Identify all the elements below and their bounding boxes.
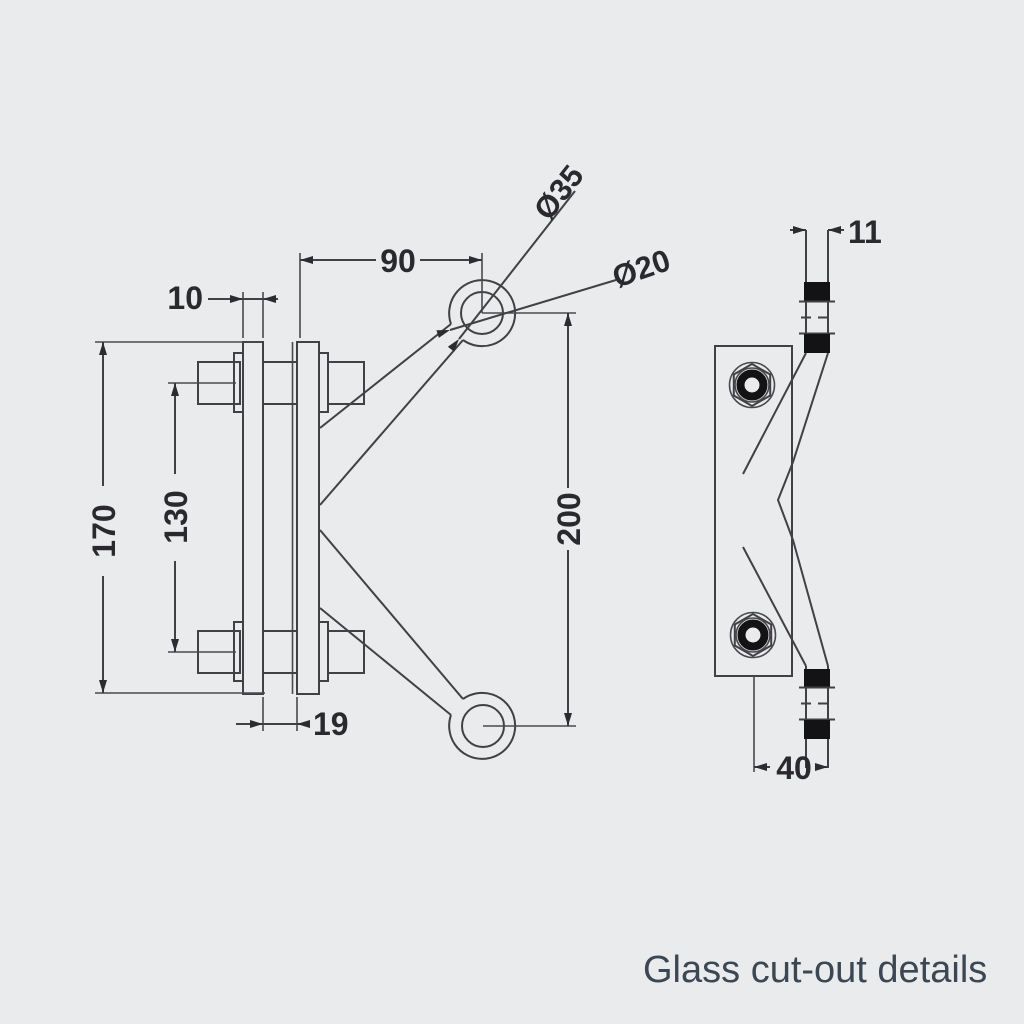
hex-bolt-top: [728, 361, 776, 409]
body-plates: [242, 341, 320, 695]
dim-19: 19: [236, 697, 349, 742]
dia-20-label: Ø20: [608, 242, 675, 294]
caption: Glass cut-out details: [643, 949, 987, 991]
plate-left: [242, 341, 264, 695]
dim-90-label: 90: [380, 243, 416, 279]
dim-10-label: 10: [167, 280, 203, 316]
glass-grip-top: [799, 230, 835, 353]
plate-right: [296, 341, 320, 695]
dim-130-label: 130: [158, 490, 194, 543]
outer-ring: [448, 279, 517, 348]
leader-dia20: Ø20: [436, 242, 675, 338]
dia-35-label: Ø35: [527, 159, 591, 227]
gasket: [804, 282, 830, 301]
gasket: [804, 669, 830, 688]
dim-11-label: 11: [848, 214, 882, 250]
dim-10: 10: [167, 280, 278, 338]
dim-11: 11: [790, 214, 882, 250]
dim-200: 200: [482, 312, 587, 727]
nut: [327, 361, 365, 405]
front-view: 90 10 170 130: [86, 159, 675, 760]
outer-ring: [448, 691, 517, 760]
dim-40: 40: [753, 676, 828, 786]
arm-profile: [742, 352, 829, 667]
dim-90: 90: [299, 243, 483, 338]
dim-40-label: 40: [776, 750, 812, 786]
side-view: 11 40: [714, 214, 882, 786]
dim-170: 170: [86, 341, 265, 694]
dim-19-label: 19: [313, 706, 349, 742]
nut: [327, 630, 365, 674]
arm-bottom: [319, 529, 464, 716]
washer-right: [318, 352, 329, 413]
gasket: [804, 334, 830, 353]
dim-130: 130: [158, 382, 236, 653]
gasket: [804, 720, 830, 739]
glass-grip-bottom: [799, 666, 835, 768]
washer-right: [318, 621, 329, 682]
dim-170-label: 170: [86, 504, 122, 557]
hex-bolt-bottom: [729, 611, 777, 659]
arm-top: [319, 323, 464, 506]
dim-200-label: 200: [551, 492, 587, 545]
